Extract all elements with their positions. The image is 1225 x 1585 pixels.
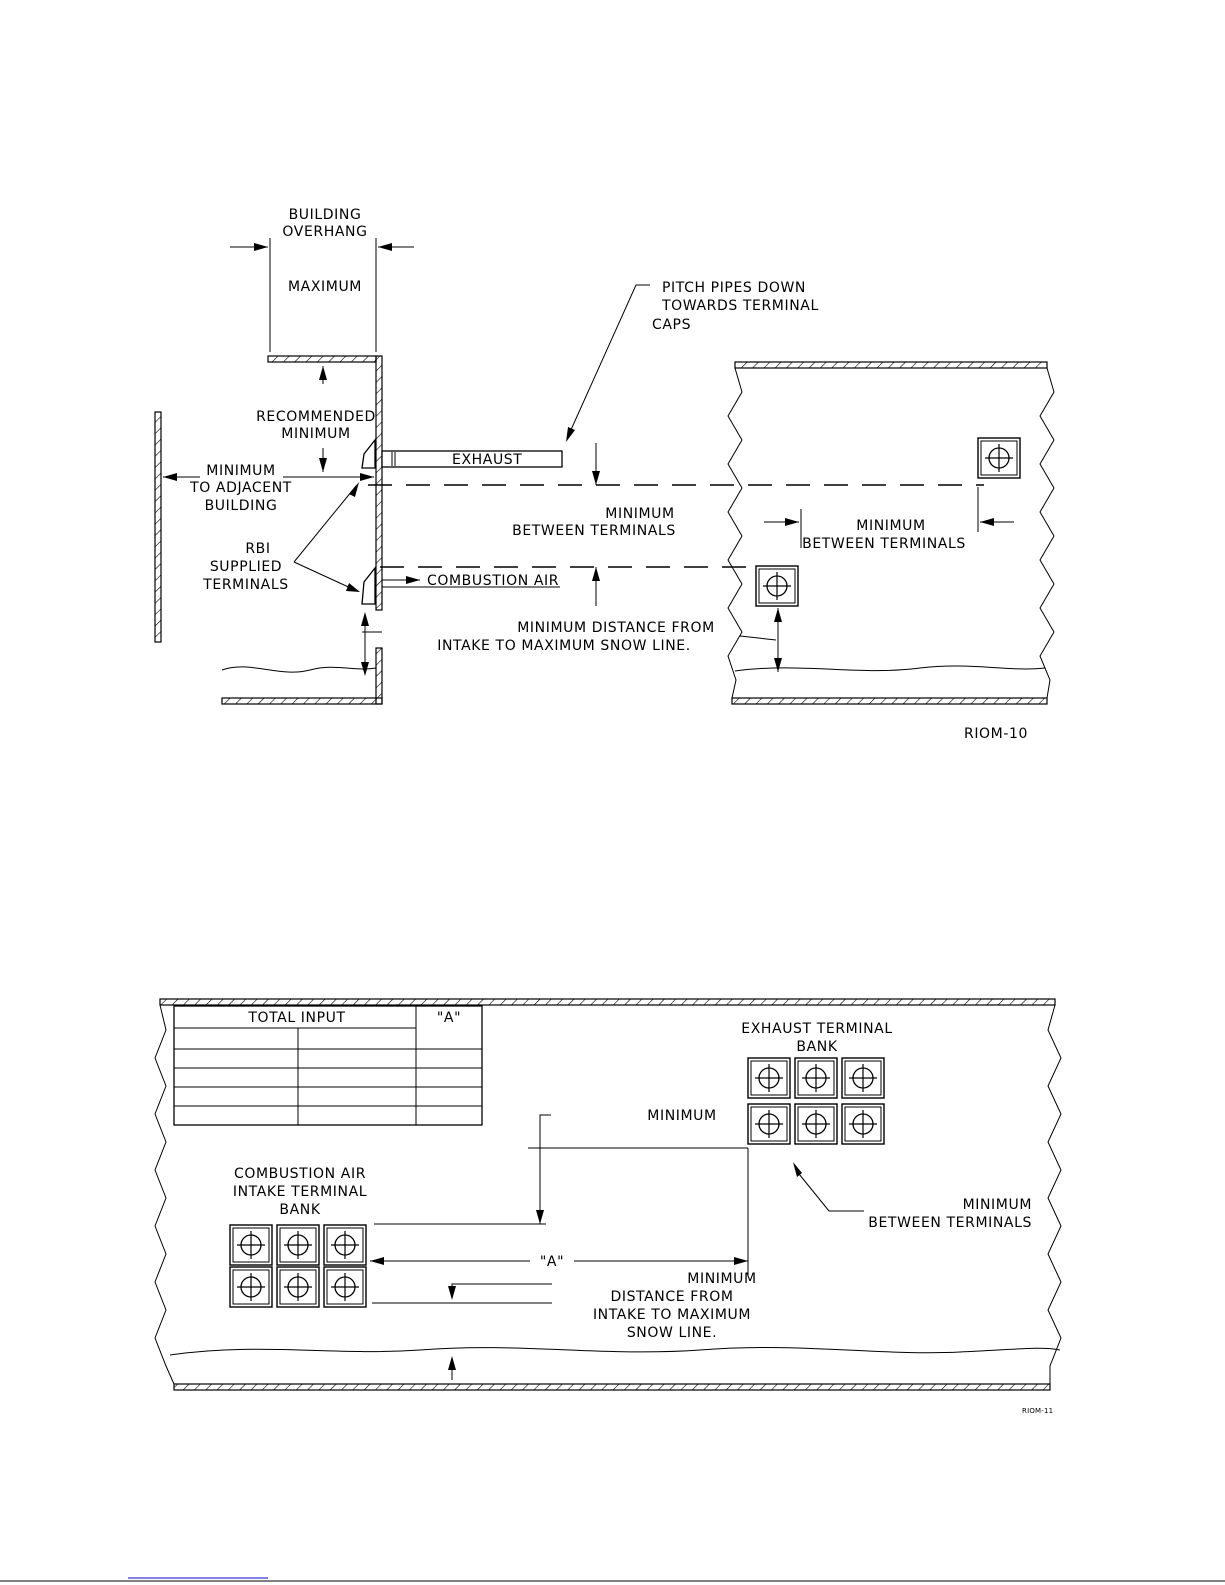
exhaust-cap-icon <box>794 1103 838 1145</box>
exhaust-bank-label: EXHAUST TERMINAL <box>741 1021 892 1037</box>
pitch-pipes-label: PITCH PIPES DOWN <box>662 280 806 296</box>
min-between-terminals-label: MINIMUM <box>605 506 674 522</box>
table-header-a: "A" <box>437 1010 461 1026</box>
figure-riom-10: BUILDING OVERHANG MAXIMUM RECOMMENDED MI… <box>154 207 1055 742</box>
min-between-terminals-label: MINIMUM <box>963 1197 1032 1213</box>
intake-cap-icon <box>276 1224 320 1266</box>
pitch-pipes-label: CAPS <box>652 317 691 333</box>
min-between-terminals-right-label: BETWEEN TERMINALS <box>802 536 966 552</box>
snow-distance-label: SNOW LINE. <box>627 1325 717 1341</box>
min-between-terminals-label: BETWEEN TERMINALS <box>868 1215 1032 1231</box>
exhaust-pipe <box>381 450 563 468</box>
intake-bank-label: COMBUSTION AIR <box>234 1166 366 1182</box>
figure-id-riom-10: RIOM-10 <box>964 726 1028 742</box>
a-dimension-label: "A" <box>540 1254 564 1270</box>
recommended-minimum-label: MINIMUM <box>281 426 350 442</box>
min-between-terminals-label: BETWEEN TERMINALS <box>512 523 676 539</box>
snow-distance-label: DISTANCE FROM <box>610 1289 733 1305</box>
intake-cap-icon <box>229 1266 273 1308</box>
exhaust-label: EXHAUST <box>452 452 522 468</box>
maximum-label: MAXIMUM <box>288 279 362 295</box>
exhaust-terminal-bank <box>747 1057 885 1145</box>
exhaust-cap-icon <box>841 1057 885 1099</box>
snow-distance-label: MINIMUM <box>687 1271 756 1287</box>
overhang-dimension <box>230 238 414 352</box>
minimum-label: MINIMUM <box>647 1108 716 1124</box>
exhaust-cap-icon <box>747 1057 791 1099</box>
intake-terminal-bank <box>229 1224 367 1308</box>
snow-line-label: MINIMUM DISTANCE FROM <box>517 620 715 636</box>
intake-cap-icon <box>755 565 799 607</box>
table-header-total-input: TOTAL INPUT <box>247 1010 345 1026</box>
adjacent-building-label: TO ADJACENT <box>189 480 292 496</box>
snow-line-label: INTAKE TO MAXIMUM SNOW LINE. <box>437 638 691 654</box>
rbi-terminals-label: RBI <box>245 541 270 557</box>
building-overhang-label: OVERHANG <box>282 224 367 240</box>
intake-cap-icon <box>276 1266 320 1308</box>
exhaust-cap-icon <box>794 1057 838 1099</box>
recommended-minimum-label: RECOMMENDED <box>256 409 376 425</box>
pitch-pipes-label: TOWARDS TERMINAL <box>661 298 819 314</box>
building-wall <box>221 355 383 705</box>
adjacent-building-label: BUILDING <box>205 498 278 514</box>
intake-bank-label: BANK <box>279 1202 320 1218</box>
intake-cap-icon <box>229 1224 273 1266</box>
intake-terminal-icon <box>361 566 376 605</box>
adjacent-building-label: MINIMUM <box>206 463 275 479</box>
intake-cap-icon <box>323 1224 367 1266</box>
combustion-air-label: COMBUSTION AIR <box>427 573 559 589</box>
snow-distance-label: INTAKE TO MAXIMUM <box>593 1307 751 1323</box>
adjacent-building-wall <box>154 411 162 643</box>
rbi-terminals-label: SUPPLIED <box>210 559 282 575</box>
exhaust-bank-label: BANK <box>796 1039 837 1055</box>
figure-riom-11: TOTAL INPUT "A" EXHAUST TERMINAL BANK CO… <box>154 998 1062 1415</box>
building-overhang-label: BUILDING <box>289 207 362 223</box>
intake-bank-label: INTAKE TERMINAL <box>233 1184 367 1200</box>
exhaust-cap-icon <box>841 1103 885 1145</box>
exhaust-cap-icon <box>977 437 1021 479</box>
intake-cap-icon <box>323 1266 367 1308</box>
total-input-table: TOTAL INPUT "A" <box>173 1005 483 1126</box>
snow-line <box>169 1346 1061 1356</box>
min-between-terminals-right-label: MINIMUM <box>856 518 925 534</box>
wall-elevation-right <box>727 361 1055 705</box>
exhaust-cap-icon <box>747 1103 791 1145</box>
rbi-terminals-label: TERMINALS <box>202 577 288 593</box>
exhaust-terminal-icon <box>361 438 376 469</box>
figure-id-riom-11: RIOM-11 <box>1022 1407 1053 1415</box>
